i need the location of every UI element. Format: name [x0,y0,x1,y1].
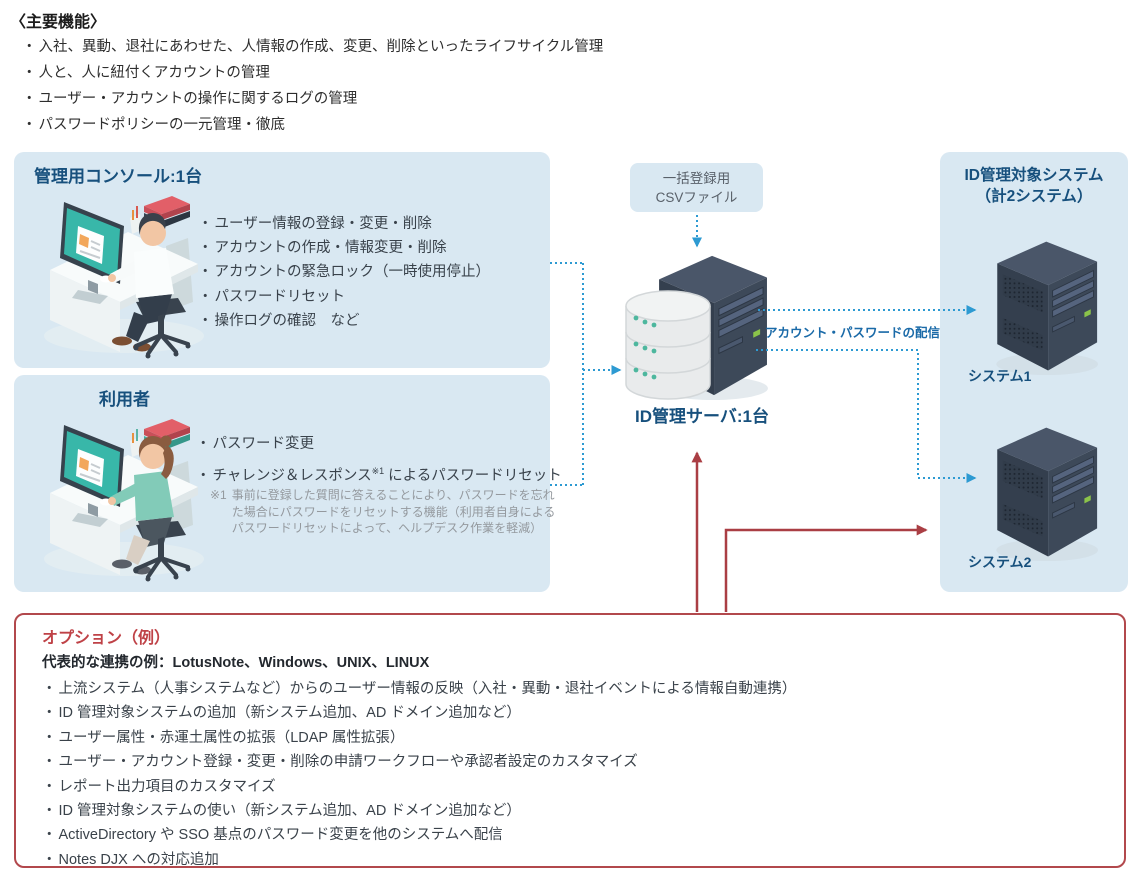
main-features-list: 入社、異動、退社にあわせた、人情報の作成、変更、削除といったライフサイクル管理 … [22,34,604,138]
footnote-label: ※1 [210,488,227,502]
system2-label: システム2 [968,554,1032,570]
footnote-ref: ※1 [371,466,385,476]
admin-desk-illustration [44,196,204,359]
options-list: 上流システム（人事システムなど）からのユーザー情報の反映（入社・異動・退社イベン… [42,677,797,872]
feature-item: パスワードポリシーの一元管理・徹底 [22,112,603,138]
id-server-label: ID管理サーバ:1台 [635,407,769,426]
option-item: ID 管理対象システムの使い（新システム追加、AD ドメイン追加など） [42,799,796,823]
option-item: ActiveDirectory や SSO 基点のパスワード変更を他のシステムへ… [42,823,796,847]
admin-console-function-item: アカウントの緊急ロック（一時使用停止） [198,260,491,284]
option-item: レポート出力項目のカスタマイズ [42,775,796,799]
option-item: Notes DJX への対応追加 [42,848,796,872]
option-item: ユーザー属性・赤運土属性の拡張（LDAP 属性拡張） [42,726,796,750]
admin-console-panel: 管理用コンソール:1台 [14,152,550,368]
system1-server-illustration [995,241,1099,376]
feature-item: 人と、人に紐付くアカウントの管理 [22,60,603,86]
option-item: ID 管理対象システムの追加（新システム追加、AD ドメイン追加など） [42,701,796,725]
end-user-panel: 利用者 [14,375,562,592]
csv-file-label-line2: CSVファイル [655,190,738,205]
csv-file-box: 一括登録用 CSVファイル [630,163,763,212]
admin-console-function-item: パスワードリセット [198,285,490,309]
admin-console-function-item: ユーザー情報の登録・変更・削除 [198,212,490,236]
system2-server-illustration [995,427,1099,562]
challenge-response-text-rest: によるパスワードリセット [388,467,562,484]
managed-systems-title: ID管理対象システム （計2システム） [940,165,1128,207]
challenge-response-text: チャレンジ＆レスポンス [212,467,372,484]
feature-item: ユーザー・アカウントの操作に関するログの管理 [22,86,603,112]
end-user-title: 利用者 [99,390,150,409]
managed-systems-title-line1: ID管理対象システム [964,167,1104,184]
system1-label: システム1 [968,368,1032,384]
admin-console-function-item: アカウントの作成・情報変更・削除 [198,236,490,260]
main-features-heading: 〈主要機能〉 [10,14,107,31]
footnote-text: 事前に登録した質問に答えることにより、パスワードを忘れた場合にパスワードをリセッ… [231,488,556,535]
challenge-response-note: ※1 事前に登録した質問に答えることにより、パスワードを忘れた場合にパスワードを… [210,487,558,537]
options-to-system2-arrow [724,524,928,612]
admin-console-function-list: ユーザー情報の登録・変更・削除 アカウントの作成・情報変更・削除 アカウントの緊… [198,212,491,333]
admin-console-function-item: 操作ログの確認 など [198,309,490,333]
database-cylinder-icon [625,290,711,400]
options-title: オプション（例） [42,630,171,647]
end-user-function-list: パスワード変更 チャレンジ＆レスポンス※1 によるパスワードリセット [196,431,562,490]
options-subtitle: 代表的な連携の例：LotusNote、Windows、UNIX、LINUX [42,655,430,671]
managed-systems-panel: ID管理対象システム （計2システム） システム1 システム2 [940,152,1128,592]
option-item: 上流システム（人事システムなど）からのユーザー情報の反映（入社・異動・退社イベン… [42,677,797,701]
feature-item: 入社、異動、退社にあわせた、人情報の作成、変更、削除といったライフサイクル管理 [22,34,604,60]
managed-systems-title-line2: （計2システム） [975,188,1093,205]
id-server-illustration [625,255,769,401]
account-password-distribution-label: アカウント・パスワードの配信 [765,326,941,340]
options-panel: オプション（例） 代表的な連携の例：LotusNote、Windows、UNIX… [14,613,1126,868]
user-desk-illustration [44,419,204,582]
end-user-function-item: チャレンジ＆レスポンス※1 によるパスワードリセット [196,458,562,490]
admin-console-title: 管理用コンソール:1台 [34,167,203,186]
csv-file-label-line1: 一括登録用 [662,171,731,186]
option-item: ユーザー・アカウント登録・変更・削除の申請ワークフローや承認者設定のカスタマイズ [42,750,796,774]
end-user-function-item: パスワード変更 [196,431,562,458]
